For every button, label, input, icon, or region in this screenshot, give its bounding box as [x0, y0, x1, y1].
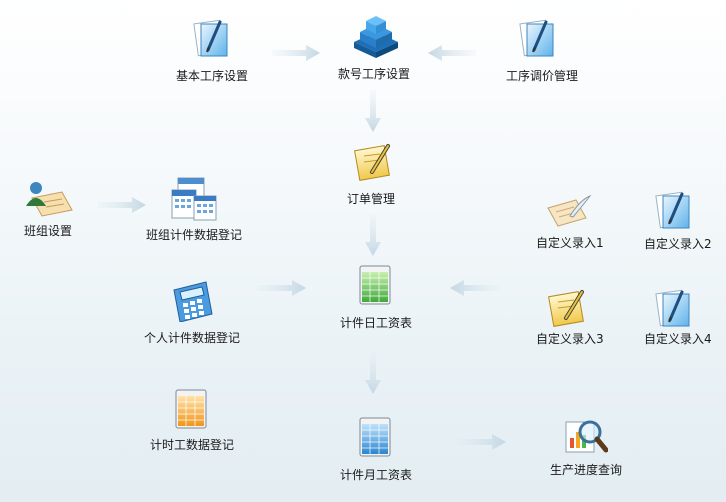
node-custom2[interactable]: 自定义录入2 [642, 188, 726, 254]
node-label: 自定义录入3 [536, 332, 604, 346]
node-label: 自定义录入4 [644, 332, 712, 346]
node-label: 自定义录入1 [536, 236, 604, 250]
arrow-monthly-to-progress [456, 433, 508, 451]
arrow-team-to-teampiece [98, 196, 148, 214]
node-label: 计件日工资表 [340, 316, 413, 330]
pencil-note-icon [354, 144, 390, 181]
pencil-note-icon [548, 290, 584, 327]
pen-document-icon [519, 19, 554, 57]
arrow-basic-to-style [272, 44, 322, 62]
magnifier-report-icon [565, 420, 608, 453]
user-pad-icon [26, 182, 73, 217]
blue-table-icon [359, 417, 391, 457]
blue-blocks-icon [354, 16, 398, 58]
arrow-price-to-style [426, 44, 476, 62]
node-order-mgmt[interactable]: 订单管理 [344, 140, 414, 210]
green-table-icon [359, 265, 391, 305]
node-label: 班组计件数据登记 [146, 228, 243, 242]
node-label: 基本工序设置 [176, 69, 249, 83]
node-custom3[interactable]: 自定义录入3 [534, 286, 614, 348]
node-label: 工序调价管理 [506, 69, 579, 83]
arrow-daily-to-monthly [364, 352, 382, 396]
node-hourly[interactable]: 计时工数据登记 [148, 388, 248, 454]
node-label: 生产进度查询 [550, 463, 623, 477]
arrow-style-to-order [364, 90, 382, 134]
arrow-order-to-daily [364, 214, 382, 258]
node-team-setup[interactable]: 班组设置 [20, 180, 90, 242]
pen-document-icon [655, 289, 690, 327]
orange-table-icon [175, 389, 207, 429]
node-monthly-wage[interactable]: 计件月工资表 [338, 416, 428, 484]
node-personal-piece[interactable]: 个人计件数据登记 [144, 280, 254, 346]
node-price-mgmt[interactable]: 工序调价管理 [502, 16, 592, 86]
pen-document-icon [193, 19, 228, 57]
node-progress[interactable]: 生产进度查询 [548, 416, 638, 478]
node-label: 订单管理 [347, 192, 396, 206]
node-custom1[interactable]: 自定义录入1 [534, 194, 614, 254]
node-basic-process[interactable]: 基本工序设置 [170, 16, 260, 86]
node-label: 班组设置 [24, 224, 73, 238]
calculator-icon [173, 281, 213, 322]
node-label: 计时工数据登记 [150, 438, 235, 452]
node-team-piece[interactable]: 班组计件数据登记 [144, 176, 254, 244]
node-label: 个人计件数据登记 [144, 331, 241, 345]
node-style-process[interactable]: 款号工序设置 [332, 12, 422, 84]
calendar-stack-icon [171, 177, 217, 221]
node-label: 计件月工资表 [340, 468, 413, 482]
node-custom4[interactable]: 自定义录入4 [642, 286, 726, 348]
arrow-personal-to-daily [256, 279, 308, 297]
node-daily-wage[interactable]: 计件日工资表 [338, 264, 428, 332]
pen-document-icon [655, 191, 690, 229]
quill-paper-icon [547, 194, 592, 227]
arrow-custom-to-daily [448, 279, 500, 297]
node-label: 自定义录入2 [644, 237, 712, 251]
node-label: 款号工序设置 [338, 67, 411, 81]
